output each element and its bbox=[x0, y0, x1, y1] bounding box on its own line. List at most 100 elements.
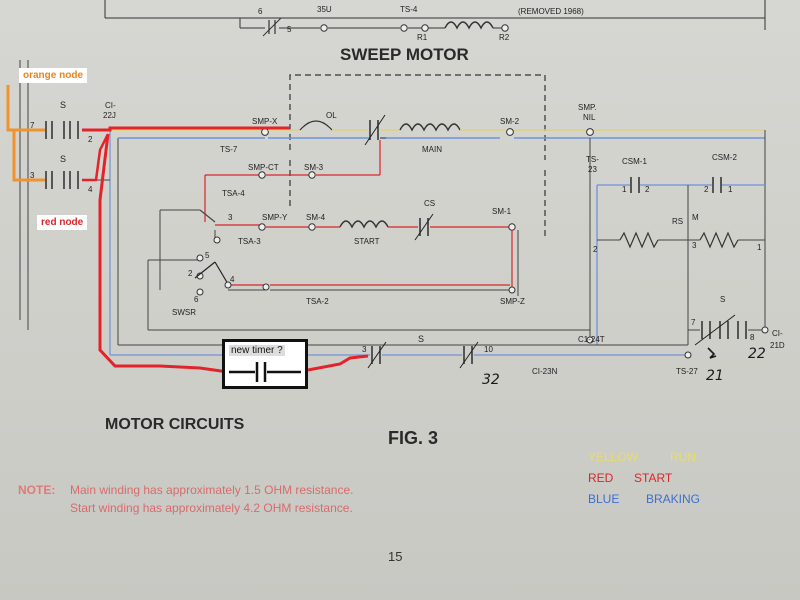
label-r1: R1 bbox=[417, 33, 428, 42]
label-r2: R2 bbox=[499, 33, 510, 42]
label-n4: 4 bbox=[88, 185, 93, 194]
section-title: MOTOR CIRCUITS bbox=[105, 416, 245, 433]
label-ci21d-a: CI- bbox=[772, 329, 783, 338]
label-n1-r: 1 bbox=[757, 243, 762, 252]
new-timer-box: new timer ? bbox=[222, 339, 308, 389]
annotation-wires bbox=[6, 85, 369, 374]
label-n8-r: 8 bbox=[750, 333, 755, 342]
note-line-2: Start winding has approximately 4.2 OHM … bbox=[70, 501, 353, 515]
label-n4-sw: 4 bbox=[230, 275, 235, 284]
orange-node-annotation: orange node bbox=[19, 68, 88, 83]
label-n2-r: 2 bbox=[593, 245, 598, 254]
legend-red-meaning: START bbox=[634, 471, 673, 485]
legend-yellow-meaning: RUN bbox=[670, 450, 696, 464]
label-n10: 10 bbox=[484, 345, 493, 354]
motor-enclosure bbox=[289, 74, 546, 160]
braking-circuit bbox=[110, 341, 692, 369]
capacitor-section bbox=[586, 138, 769, 346]
label-n7: 7 bbox=[30, 121, 35, 130]
label-smp-nil-a: SMP. bbox=[578, 103, 597, 112]
label-rs: RS bbox=[672, 217, 683, 226]
label-ts4: TS-4 bbox=[400, 5, 418, 14]
label-csm1: CSM-1 bbox=[622, 157, 647, 166]
label-n3-sw: 3 bbox=[228, 213, 233, 222]
label-tsa3: TSA-3 bbox=[238, 237, 261, 246]
page-number: 15 bbox=[388, 549, 403, 564]
label-c2b: 2 bbox=[704, 185, 709, 194]
legend-red-word: RED bbox=[588, 471, 614, 485]
label-s-right: S bbox=[720, 295, 725, 304]
label-smp-nil-b: NIL bbox=[583, 113, 596, 122]
label-ci22j-b: 22J bbox=[103, 111, 116, 120]
label-main: MAIN bbox=[422, 145, 442, 154]
label-n3-bottom: 3 bbox=[362, 345, 367, 354]
label-smp-x: SMP-X bbox=[252, 117, 278, 126]
legend-blue-meaning: BRAKING bbox=[646, 492, 700, 506]
label-n7-r: 7 bbox=[691, 318, 696, 327]
label-s-top: S bbox=[60, 100, 66, 110]
note-line-1: Main winding has approximately 1.5 OHM r… bbox=[70, 483, 353, 497]
legend-blue-word: BLUE bbox=[588, 492, 619, 506]
label-smp-y: SMP-Y bbox=[262, 213, 288, 222]
label-ci23n: CI-23N bbox=[532, 367, 558, 376]
label-swsr: SWSR bbox=[172, 308, 196, 317]
left-bus bbox=[19, 60, 119, 355]
legend-yellow-word: YELLOW bbox=[588, 450, 639, 464]
top-circuit: 6 5 35U TS-4 R1 R2 (REMOVED 1968) bbox=[104, 0, 766, 42]
resistor-rs bbox=[619, 231, 659, 249]
label-35u: 35U bbox=[317, 5, 332, 14]
label-n6: 6 bbox=[194, 295, 199, 304]
label-s-mid: S bbox=[60, 154, 66, 164]
label-smp-ct: SMP-CT bbox=[248, 163, 279, 172]
run-circuit bbox=[110, 114, 766, 330]
resistor-m bbox=[699, 231, 739, 249]
overload-symbol bbox=[299, 120, 333, 131]
label-removed-1968: (REMOVED 1968) bbox=[518, 7, 584, 16]
label-c1: 1 bbox=[622, 185, 627, 194]
label-ci22j-a: CI- bbox=[105, 101, 116, 110]
label-n5: 5 bbox=[205, 251, 210, 260]
branch-start-winding bbox=[159, 209, 519, 296]
label-n3-left: 3 bbox=[30, 171, 35, 180]
label-s-bottom: S bbox=[418, 334, 424, 344]
red-node-annotation: red node bbox=[37, 215, 88, 230]
label-n2-sw: 2 bbox=[188, 269, 193, 278]
label-ts7: TS-7 bbox=[220, 145, 238, 154]
label-tsa2: TSA-2 bbox=[306, 297, 329, 306]
label-csm2: CSM-2 bbox=[712, 153, 737, 162]
main-winding bbox=[399, 123, 461, 132]
label-c2a: 2 bbox=[645, 185, 650, 194]
handwritten-scribble bbox=[707, 347, 717, 359]
label-ci21d-b: 21D bbox=[770, 341, 785, 350]
handwritten-21: 21 bbox=[706, 368, 724, 384]
label-sm2: SM-2 bbox=[500, 117, 520, 126]
label-ts23-b: 23 bbox=[588, 165, 597, 174]
label-m: M bbox=[692, 213, 699, 222]
label-start: START bbox=[354, 237, 380, 246]
figure-title: FIG. 3 bbox=[388, 428, 438, 448]
label-ts27: TS-27 bbox=[676, 367, 698, 376]
label-sm3: SM-3 bbox=[304, 163, 324, 172]
swsr-switch bbox=[147, 254, 590, 331]
handwritten-32: 32 bbox=[482, 372, 500, 388]
label-tsa4: TSA-4 bbox=[222, 189, 245, 198]
start-winding bbox=[339, 220, 389, 229]
label-sm1: SM-1 bbox=[492, 207, 512, 216]
label-ol: OL bbox=[326, 111, 337, 120]
label-t5: 5 bbox=[287, 25, 292, 34]
label-smp-z: SMP-Z bbox=[500, 297, 525, 306]
handwritten-22: 22 bbox=[748, 346, 766, 362]
label-sm4: SM-4 bbox=[306, 213, 326, 222]
label-t6: 6 bbox=[258, 7, 263, 16]
label-ts23-a: TS- bbox=[586, 155, 599, 164]
label-n2: 2 bbox=[88, 135, 93, 144]
label-n3-r: 3 bbox=[692, 241, 697, 250]
label-c1-24t: C1-24T bbox=[578, 335, 605, 344]
label-c1b: 1 bbox=[728, 185, 733, 194]
new-timer-label: new timer ? bbox=[229, 345, 285, 356]
note-label: NOTE: bbox=[18, 483, 55, 497]
diagram-title: SWEEP MOTOR bbox=[340, 45, 469, 64]
new-timer-contact-icon bbox=[229, 362, 301, 382]
